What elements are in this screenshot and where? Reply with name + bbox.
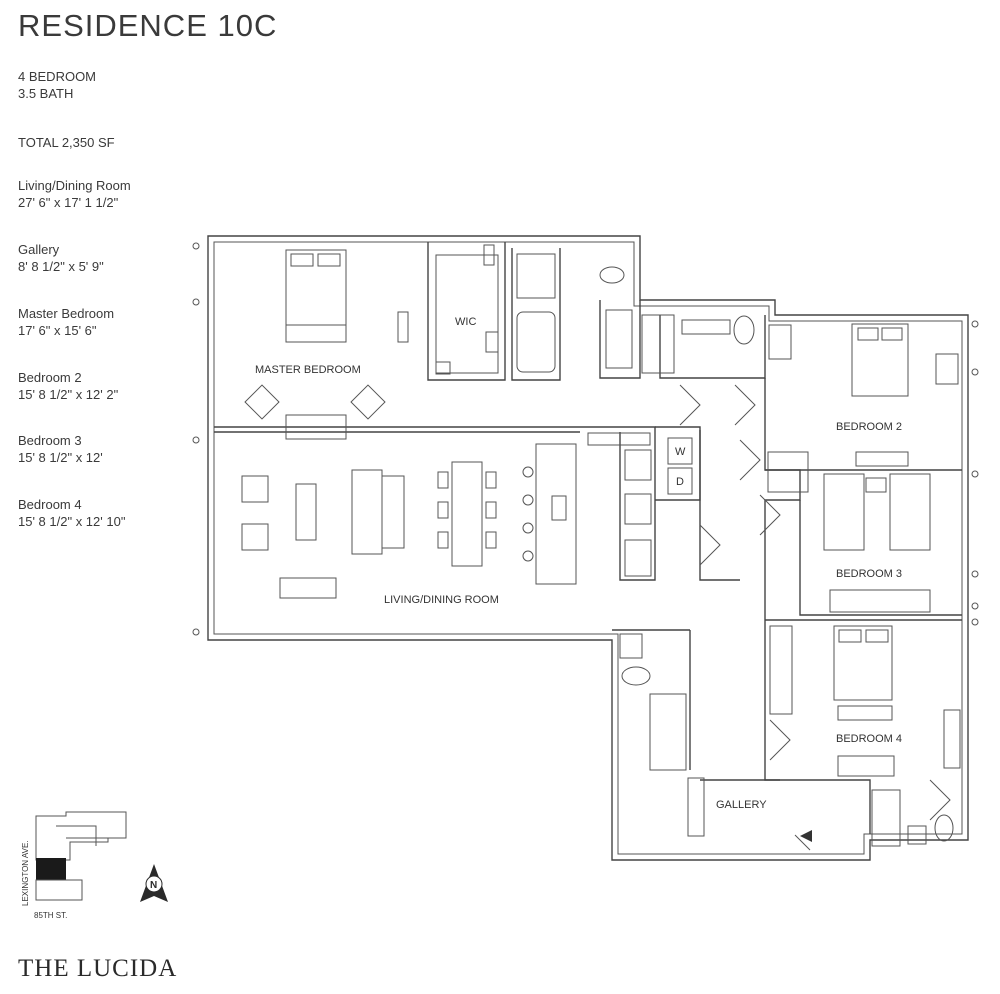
lexington-ave-label: LEXINGTON AVE. [21, 840, 30, 906]
laundry: W D [667, 437, 693, 495]
total-area: TOTAL 2,350 SF [18, 135, 115, 150]
dining-table [437, 461, 497, 567]
bedroom-count: 4 BEDROOM [18, 69, 97, 84]
bedroom3-furniture [823, 473, 931, 613]
living-dining-label: LIVING/DINING ROOM [384, 594, 499, 606]
master-bath [516, 253, 633, 373]
master-chair-left [244, 384, 280, 420]
north-label: N [150, 880, 157, 891]
residence-title: RESIDENCE 10C [18, 8, 278, 43]
85th-st-label: 85TH ST. [34, 911, 67, 920]
room-dimension-bedroom3: Bedroom 3 15' 8 1/2" x 12' [18, 432, 103, 466]
kitchen-counters [587, 432, 652, 577]
wic-label: WIC [455, 316, 476, 328]
room-dims: 27' 6" x 17' 1 1/2" [18, 195, 119, 210]
key-plan: LEXINGTON AVE. 85TH ST. [21, 811, 127, 920]
bedroom2-label: BEDROOM 2 [836, 421, 902, 433]
room-dims: 15' 8 1/2" x 12' 2" [18, 387, 119, 402]
bedroom4-label: BEDROOM 4 [836, 733, 902, 745]
room-dimension-master: Master Bedroom 17' 6" x 15' 6" [18, 305, 114, 339]
wic-closet [435, 244, 499, 375]
room-name: Bedroom 2 [18, 370, 82, 385]
room-name: Living/Dining Room [18, 178, 131, 193]
room-name: Bedroom 4 [18, 497, 82, 512]
room-dims: 15' 8 1/2" x 12' 10" [18, 514, 126, 529]
exterior-walls [207, 235, 969, 861]
room-dims: 8' 8 1/2" x 5' 9" [18, 259, 104, 274]
bedroom3-label: BEDROOM 3 [836, 568, 902, 580]
door-swings [679, 384, 951, 851]
master-bedroom-label: MASTER BEDROOM [255, 364, 361, 376]
brand-logo: THE LUCIDA [18, 955, 178, 982]
bedroom2-furniture [767, 323, 959, 493]
bedroom4-furniture [769, 625, 961, 777]
living-seating [241, 469, 405, 599]
room-dimension-living: Living/Dining Room 27' 6" x 17' 1 1/2" [18, 177, 131, 211]
room-dims: 17' 6" x 15' 6" [18, 323, 97, 338]
gallery-label: GALLERY [716, 799, 767, 811]
master-dresser [285, 414, 347, 440]
master-bench [397, 311, 409, 343]
powder-room [619, 633, 705, 837]
bedroom4-bath [871, 789, 954, 847]
master-bed [285, 249, 347, 343]
window-markers [192, 242, 979, 636]
unit-summary: 4 BEDROOM 3.5 BATH [18, 68, 96, 102]
room-name: Master Bedroom [18, 306, 115, 321]
room-dimension-bedroom4: Bedroom 4 15' 8 1/2" x 12' 10" [18, 496, 125, 530]
entry-arrow-icon [800, 830, 812, 842]
room-name: Bedroom 3 [18, 433, 82, 448]
room-dims: 15' 8 1/2" x 12' [18, 450, 103, 465]
washer-label: W [675, 446, 686, 458]
hall-bath [641, 314, 792, 374]
kitchen-island [522, 443, 577, 585]
bath-count: 3.5 BATH [18, 86, 74, 101]
master-chair-right [350, 384, 386, 420]
dryer-label: D [676, 476, 684, 488]
room-dimension-gallery: Gallery 8' 8 1/2" x 5' 9" [18, 241, 104, 275]
room-name: Gallery [18, 242, 60, 257]
room-dimension-bedroom2: Bedroom 2 15' 8 1/2" x 12' 2" [18, 369, 118, 403]
north-arrow-icon: N [140, 864, 168, 902]
interior-walls [214, 242, 962, 834]
